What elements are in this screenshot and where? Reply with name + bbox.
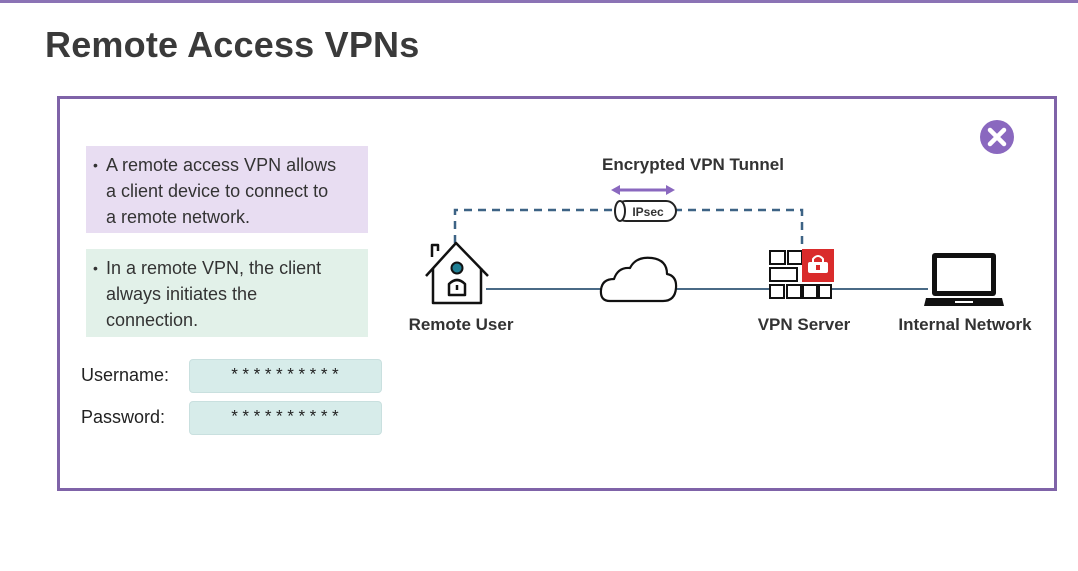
bullet: • — [93, 260, 98, 276]
vpn-server-label: VPN Server — [758, 315, 851, 334]
house-user-icon — [425, 241, 489, 305]
cloud-icon — [599, 256, 678, 303]
info-note-client-initiates: • In a remote VPN, the client always ini… — [86, 249, 368, 337]
top-accent-rule — [0, 0, 1078, 3]
bidirectional-arrow-icon — [611, 185, 675, 195]
note-line: connection. — [106, 310, 199, 330]
note-line: a remote network. — [106, 207, 251, 227]
password-field[interactable]: ********** — [189, 401, 382, 435]
tunnel-label: Encrypted VPN Tunnel — [602, 155, 784, 174]
username-field[interactable]: ********** — [189, 359, 382, 393]
vpn-tunnel-path — [453, 208, 804, 248]
password-label: Password: — [81, 407, 166, 427]
note-line: In a remote VPN, the client — [106, 258, 322, 278]
bullet: • — [93, 157, 98, 173]
internal-network-label: Internal Network — [898, 315, 1032, 334]
note-line: A remote access VPN allows — [106, 155, 337, 175]
lock-icon — [808, 255, 828, 273]
ipsec-pipe-icon — [614, 200, 677, 222]
ipsec-label: IPsec — [632, 205, 664, 219]
note-line: a client device to connect to — [106, 181, 329, 201]
info-note-vpn-definition: • A remote access VPN allows a client de… — [86, 146, 368, 233]
note-line: always initiates the — [106, 284, 258, 304]
remote-user-label: Remote User — [409, 315, 514, 334]
close-icon[interactable] — [979, 119, 1015, 155]
page-title: Remote Access VPNs — [45, 24, 420, 65]
firewall-icon — [769, 249, 834, 299]
laptop-icon — [924, 253, 1004, 306]
username-label: Username: — [81, 365, 170, 385]
